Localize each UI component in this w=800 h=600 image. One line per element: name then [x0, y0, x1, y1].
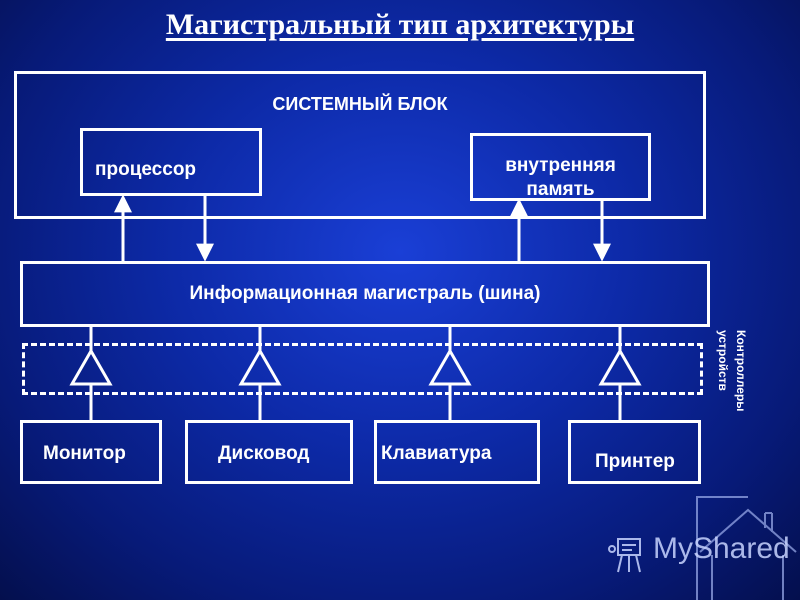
system-block-label: СИСТЕМНЫЙ БЛОК [272, 94, 448, 114]
device-controllers-label: Контроллеры устройств [708, 330, 756, 414]
processor-label: процессор [95, 159, 197, 180]
watermark-house-icon [696, 496, 797, 600]
device-keyboard: Клавиатура [374, 420, 540, 484]
device-printer: Принтер [568, 420, 701, 484]
watermark-text: MyShared [653, 532, 790, 565]
watermark-presenter-icon [608, 538, 641, 573]
device-monitor-label: Монитор [43, 443, 126, 464]
controller-2-triangle [238, 347, 282, 386]
watermark-logo: MyShared [605, 495, 795, 600]
controllers-label-line2: устройств [716, 330, 730, 391]
controller-3-triangle [428, 347, 472, 386]
device-keyboard-label: Клавиатура [381, 443, 492, 464]
page-title: Магистральный тип архитектуры [165, 8, 635, 41]
memory-label-line1: внутренняя [505, 155, 616, 176]
device-printer-label: Принтер [595, 451, 675, 472]
memory-label-line2: память [526, 179, 595, 200]
information-bus: Информационная магистраль (шина) [20, 261, 710, 327]
memory-box: внутренняя память [470, 133, 651, 201]
controllers-label-line1: Контроллеры [734, 330, 748, 412]
device-controllers-frame [22, 343, 703, 395]
memory-label: внутренняя память [473, 136, 648, 202]
controller-4-triangle [598, 347, 642, 386]
processor-box: процессор [80, 128, 262, 196]
device-disk-drive-label: Дисковод [218, 443, 310, 464]
device-disk-drive: Дисковод [185, 420, 353, 484]
system-block: СИСТЕМНЫЙ БЛОК [14, 71, 706, 219]
device-monitor: Монитор [20, 420, 162, 484]
controller-1-triangle [69, 347, 113, 386]
